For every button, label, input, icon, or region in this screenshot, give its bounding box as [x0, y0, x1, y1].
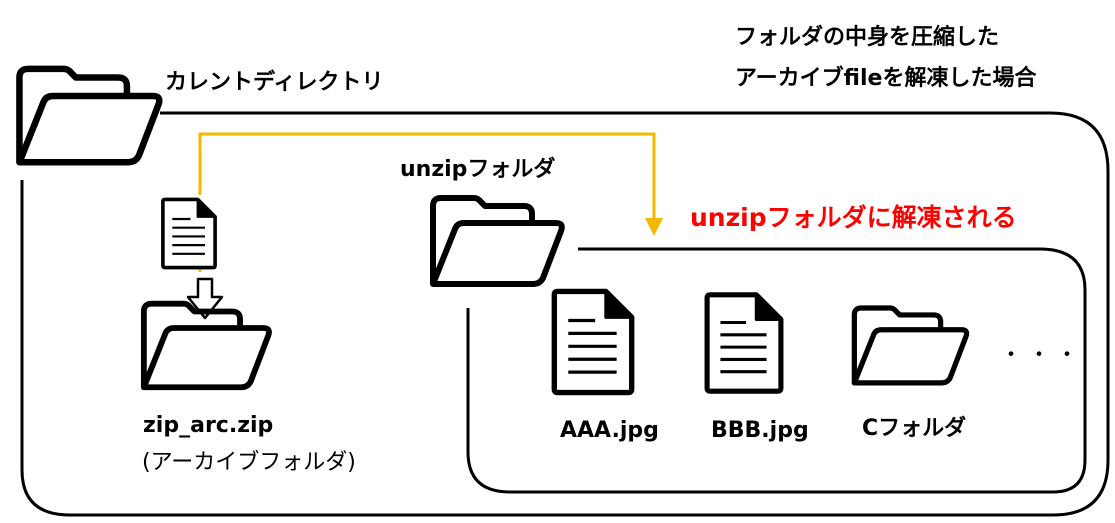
title-line-1: フォルダの中身を圧縮した [735, 25, 1000, 50]
unzip-folder-label: unzipフォルダ [400, 157, 556, 182]
archive-caption: (アーカイブフォルダ) [142, 450, 356, 475]
archive-filename: zip_arc.zip [143, 413, 274, 438]
aaa-file-label: AAA.jpg [560, 418, 659, 443]
title-line-2: アーカイブfileを解凍した場合 [735, 66, 1037, 91]
c-folder-label: Cフォルダ [862, 416, 967, 441]
extract-note: unzipフォルダに解凍される [690, 203, 1017, 232]
bbb-document-icon [707, 295, 781, 391]
current-directory-folder-icon [19, 69, 159, 162]
current-directory-border [20, 111, 1110, 517]
archive-document-icon [161, 197, 217, 270]
unzip-folder-icon [433, 198, 562, 284]
bbb-file-label: BBB.jpg [711, 418, 809, 443]
aaa-document-icon [554, 291, 631, 392]
compress-down-arrow-icon [186, 277, 224, 320]
c-folder-icon [854, 308, 966, 383]
more-items-ellipsis: ・・・ [1000, 343, 1085, 368]
unzip-folder-border [466, 247, 1087, 494]
current-directory-label: カレントディレクトリ [165, 70, 384, 95]
